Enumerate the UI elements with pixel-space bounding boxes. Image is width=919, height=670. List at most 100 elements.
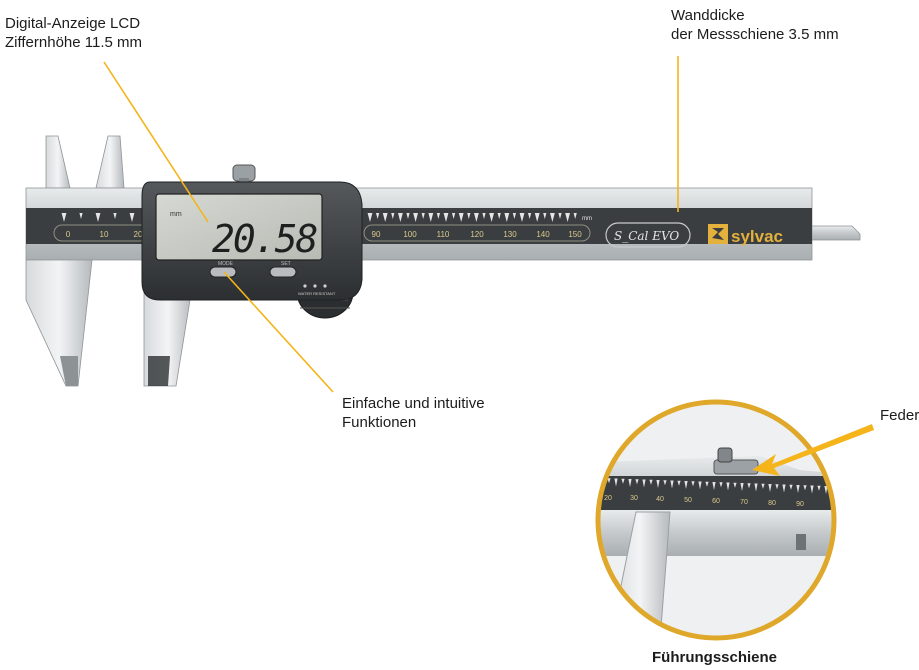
- scale-tick: [550, 213, 555, 222]
- detail-scale-tick: [635, 479, 639, 485]
- scale-tick: [534, 213, 540, 222]
- scale-tick: [79, 213, 83, 219]
- scale-tick: [543, 213, 547, 219]
- scale-label: 110: [437, 230, 450, 239]
- scale-tick: [482, 213, 486, 219]
- scale-tick: [497, 213, 501, 219]
- scale-tick: [504, 213, 510, 222]
- detail-scale-label: 50: [684, 497, 692, 504]
- scale-tick: [565, 213, 570, 222]
- set-button-label: SET: [281, 261, 291, 267]
- detail-scale-tick: [698, 481, 702, 490]
- detail-scale-tick: [705, 481, 709, 487]
- detail-scale-label: 80: [768, 500, 776, 507]
- scale-label: 140: [536, 230, 550, 239]
- detail-scale-label: 20: [604, 495, 612, 502]
- detail-scale-tick: [670, 480, 674, 489]
- lcd-value: 20.58: [212, 217, 317, 261]
- scale-label: 130: [503, 230, 517, 239]
- detail-stop: [796, 534, 806, 550]
- detail-scale-tick: [761, 483, 765, 489]
- scale-tick: [113, 213, 117, 219]
- detail-scale-label: 40: [656, 496, 664, 503]
- scale-tick: [421, 213, 425, 219]
- detail-scale-tick: [663, 480, 667, 486]
- model-badge: [605, 222, 691, 248]
- annotation-lcd: Digital-Anzeige LCD Ziffernhöhe 11.5 mm: [5, 14, 142, 52]
- detail-scale-tick: [691, 481, 695, 487]
- detail-scale-tick: [649, 479, 653, 485]
- scale-ticks: [61, 213, 577, 222]
- scale-tick: [489, 213, 494, 222]
- caliper: 0 10 20 90 100 110 120 130 140 150 mm S_…: [25, 135, 861, 387]
- detail-scale-label: 90: [796, 501, 804, 508]
- scale-label: 150: [568, 230, 582, 239]
- scale-label: 10: [100, 230, 109, 239]
- scale-tick: [428, 213, 434, 222]
- detail-scale-tick: [733, 482, 737, 488]
- callout-line-functions: [223, 271, 334, 393]
- scale-label: 100: [403, 230, 417, 239]
- scale-label: 120: [470, 230, 484, 239]
- scale-tick: [458, 213, 464, 222]
- detail-scale-tick: [789, 484, 793, 490]
- scale-tick: [452, 213, 456, 219]
- annotation-functions-line1: Einfache und intuitive: [342, 395, 485, 412]
- detail-screw: [717, 447, 733, 463]
- detail-scale-tick: [803, 485, 807, 491]
- jaw-shadow: [148, 356, 170, 386]
- lcd-unit: mm: [170, 211, 182, 218]
- callout-line-lcd: [103, 61, 209, 223]
- detail-scale-label: 30: [630, 495, 638, 502]
- detail-scale-tick: [740, 483, 744, 491]
- mode-button[interactable]: [209, 266, 237, 278]
- scale-tick: [413, 213, 418, 222]
- detail-scale-tick: [656, 480, 660, 488]
- scale-tick: [558, 213, 562, 219]
- logo-mark: [712, 228, 724, 240]
- inside-jaw-sliding: [95, 135, 125, 189]
- set-button[interactable]: [269, 266, 297, 278]
- annotation-lcd-line1: Digital-Anzeige LCD: [5, 15, 141, 32]
- jaw-shadow: [60, 356, 78, 386]
- water-drop-icon: [313, 284, 317, 288]
- detail-scale-tick: [768, 484, 772, 492]
- detail-scale-tick: [775, 484, 779, 490]
- scale-tick: [129, 213, 135, 222]
- detail-scale-tick: [796, 485, 800, 493]
- annotation-functions-line2: Funktionen: [342, 414, 417, 431]
- annotation-functions: Einfache und intuitive Funktionen: [342, 394, 485, 432]
- guide-rail-detail: 20 30 40 50 60 70 80 90: [595, 399, 837, 641]
- scale-label: 90: [372, 230, 381, 239]
- annotation-wall-thickness: Wanddicke der Messschiene 3.5 mm: [671, 6, 839, 44]
- detail-scale-tick: [712, 482, 716, 490]
- scale-tick: [528, 213, 532, 219]
- detail-scale-tick: [642, 479, 646, 488]
- scale-label: 20: [134, 230, 143, 239]
- scale-tick: [391, 213, 395, 219]
- detail-scale-tick: [684, 481, 688, 489]
- mode-button-label: MODE: [218, 261, 234, 267]
- detail-scale-label: 60: [712, 498, 720, 505]
- water-drop-icon: [323, 284, 327, 288]
- inside-jaw-fixed: [45, 135, 71, 189]
- detail-scale-tick: [817, 485, 821, 491]
- scale-tick: [512, 213, 516, 219]
- scale-label: 0: [66, 230, 71, 239]
- detail-scale-ticks: [600, 478, 834, 494]
- scale-track-right: [363, 224, 591, 242]
- model-name: S_Cal EVO: [614, 229, 679, 243]
- detail-scale-tick: [621, 478, 625, 484]
- detail-ring: [595, 399, 837, 641]
- detail-scale-tick: [719, 482, 723, 488]
- water-drop-icon: [303, 284, 307, 288]
- scale-tick: [406, 213, 410, 219]
- detail-scale-tick: [754, 483, 758, 492]
- scale-tick: [95, 213, 101, 222]
- scale-tick: [467, 213, 471, 219]
- scale-tick: [474, 213, 479, 222]
- detail-scale-tick: [726, 482, 730, 491]
- annotation-wall-line1: Wanddicke: [671, 7, 745, 24]
- scale-tick: [398, 213, 403, 222]
